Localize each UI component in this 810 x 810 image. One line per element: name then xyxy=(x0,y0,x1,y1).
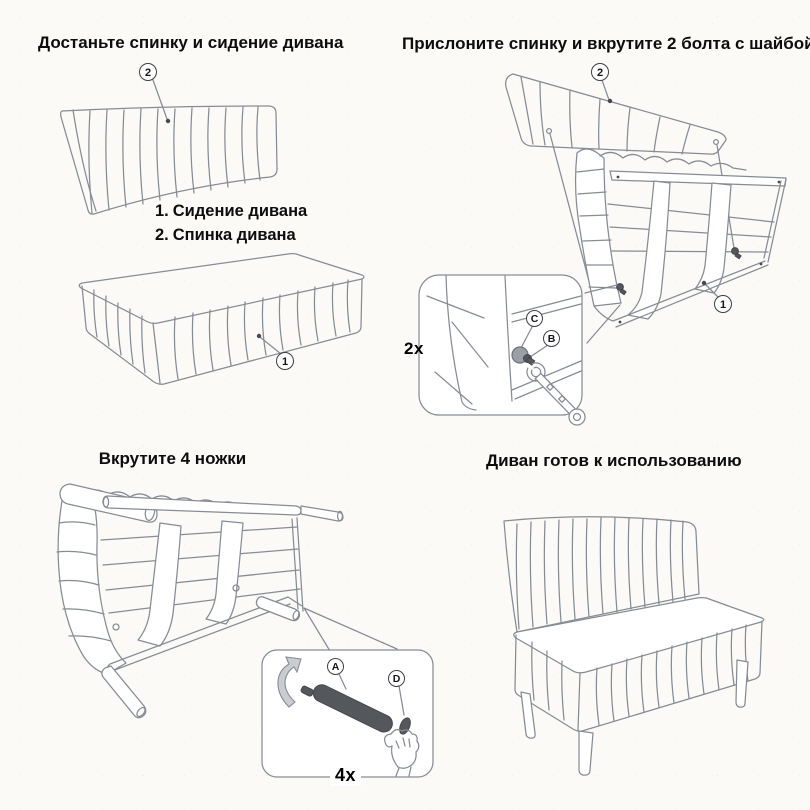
sofa-leg xyxy=(520,691,536,739)
sofa-leg xyxy=(101,665,147,719)
part-label: Сидение дивана xyxy=(172,202,308,220)
part-number: 1. xyxy=(155,202,169,220)
leader-line xyxy=(601,79,610,101)
marker-foot-d: D xyxy=(388,670,405,687)
quantity-label-bolts: 2x xyxy=(404,339,424,358)
leader-line xyxy=(152,79,168,120)
marker-backrest-step2: 2 xyxy=(591,63,609,81)
step2-zoom-callout xyxy=(418,274,621,426)
marker-seat-step1: 1 xyxy=(276,352,294,370)
step1-title: Достаньте спинку и сидение дивана xyxy=(38,33,344,52)
sofa-leg-dark xyxy=(312,684,393,733)
step3-sofa-drawing xyxy=(56,483,344,719)
parts-list-item: 2.Спинка дивана xyxy=(155,223,311,247)
marker-frame-step2: 1 xyxy=(714,295,732,313)
marker-backrest-step1: 2 xyxy=(139,63,157,81)
step3-zoom-callout xyxy=(261,607,434,778)
marker-bolt-b: B xyxy=(543,330,560,347)
step1-backrest-drawing xyxy=(60,79,278,215)
part-number: 2. xyxy=(155,226,169,244)
callout-wedge xyxy=(584,284,621,344)
parts-list-item: 1.Сидение дивана xyxy=(155,199,311,223)
step1-seat-drawing xyxy=(78,253,365,385)
step2-title: Прислоните спинку и вкрутите 2 болта с ш… xyxy=(402,34,810,53)
part-label: Спинка дивана xyxy=(172,226,296,244)
leg-screw-stud xyxy=(300,685,314,697)
leader-line xyxy=(338,673,405,716)
step4-title: Диван готов к использованию xyxy=(486,451,742,470)
marker-washer-c: C xyxy=(526,310,543,327)
sofa-leg xyxy=(300,505,344,522)
callout-wedge xyxy=(303,607,398,652)
marker-leg-a: A xyxy=(327,658,344,675)
wrench-drawing xyxy=(526,362,586,426)
parts-list: 1.Сидение дивана 2.Спинка дивана xyxy=(155,199,311,247)
sofa-leg xyxy=(735,659,749,708)
leader-line xyxy=(520,326,549,358)
step3-title: Вкрутите 4 ножки xyxy=(98,449,247,468)
quantity-label-legs: 4x xyxy=(330,765,362,786)
leader-line xyxy=(704,283,720,299)
step4-sofa-drawing xyxy=(503,516,765,776)
step2-frame-drawing xyxy=(574,148,787,328)
rotate-arrow-icon xyxy=(277,656,302,708)
leader-line xyxy=(259,336,282,355)
hand-drawing xyxy=(384,728,420,777)
step2-backrest-drawing xyxy=(505,73,735,286)
sofa-leg xyxy=(578,730,594,776)
